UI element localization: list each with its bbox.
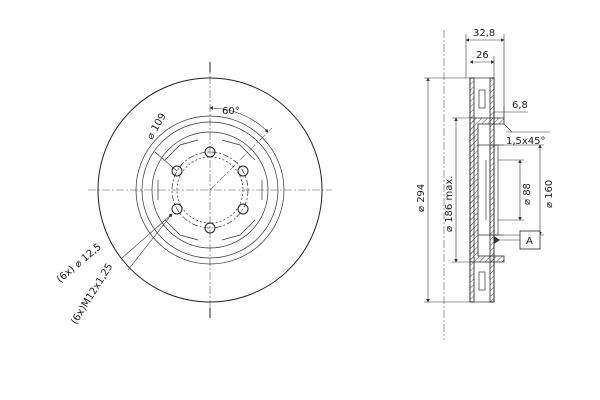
vent-slot [478,89,486,109]
bolt-hole [171,165,183,177]
inner-wall-hatch [489,77,495,303]
outer-dia-label: ⌀ 294 [416,184,427,212]
chamfer-label: 1,5x45° [506,136,546,147]
datum-label: A [526,236,533,247]
angle-ray [209,127,273,191]
center-bore-circle [176,156,244,224]
disc-outer-circle [97,77,323,303]
pcd-leader [154,151,178,172]
datum-triangle [494,236,500,244]
angle-label: 60° [222,106,240,117]
width-inner-label: 26 [476,50,489,61]
vent-slot [478,271,486,291]
datum-box [519,230,541,250]
bore-dia-label: ⌀ 88 [522,183,533,205]
hub-dia-label: ⌀ 160 [544,180,555,208]
angle-arc [209,106,269,133]
bolt-hole [237,203,249,215]
bolt-hole [171,203,183,215]
bolt-hole [237,165,249,177]
bolt-holes [171,146,249,234]
hole-leader [121,213,173,259]
bolt-hole [204,222,216,234]
chamfer-leader [503,123,513,133]
hub-relief-outline [157,139,263,241]
max-dia-label: ⌀ 186 max. [444,176,455,232]
front-view: 60° ⌀ 109 (6x) ⌀ 12,5 (6x)M12x1,25 [55,62,332,327]
bolt-hole [204,146,216,158]
thread-leader [127,213,173,271]
bolt-circle [171,151,249,229]
section-view: 32,8 26 6,8 1,5x45° ⌀ 294 ⌀ 186 max. ⌀ 8… [416,28,555,340]
lip-label: 6,8 [512,100,528,111]
hat-section [469,117,505,263]
width-total-label: 32,8 [473,28,495,39]
pcd-label: ⌀ 109 [145,111,169,141]
